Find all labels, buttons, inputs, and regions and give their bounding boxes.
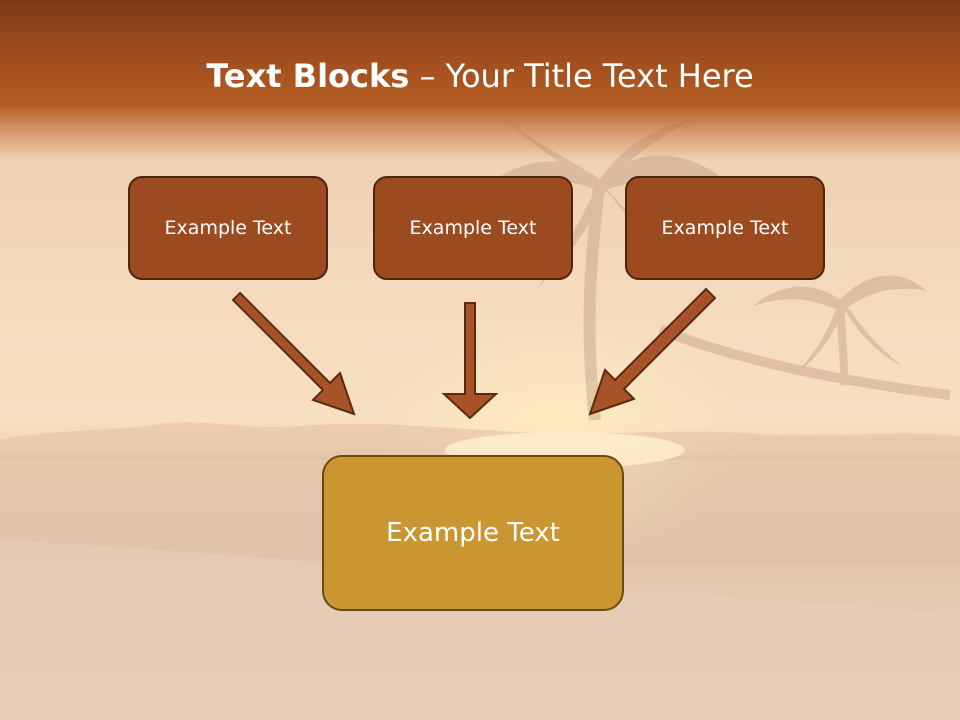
beach-shore [0,540,960,720]
arrow-right-diagonal [588,287,717,416]
arrow-center-down [441,302,499,420]
arrow-left-diagonal [231,291,356,416]
title-bar [0,0,960,160]
source-box-left[interactable]: Example Text [128,176,328,280]
title-rest: Your Title Text Here [445,57,754,95]
source-box-left-label: Example Text [164,217,292,239]
source-box-center[interactable]: Example Text [373,176,573,280]
target-box-label: Example Text [386,518,560,548]
palm-tree-right [658,275,951,400]
title-dash: – [409,57,446,95]
title-bold-part: Text Blocks [206,57,410,95]
slide-title: Text Blocks – Your Title Text Here [0,52,960,100]
source-box-right[interactable]: Example Text [625,176,825,280]
source-box-right-label: Example Text [661,217,789,239]
source-box-center-label: Example Text [409,217,537,239]
target-box[interactable]: Example Text [322,455,624,611]
